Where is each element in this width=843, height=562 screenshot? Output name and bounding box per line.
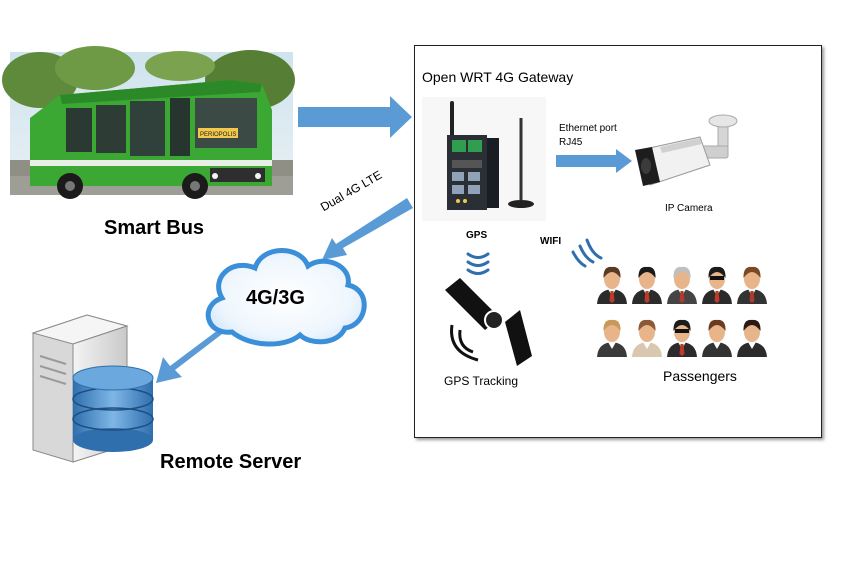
arrow-bus-to-gateway (298, 96, 412, 138)
arrow-gateway-to-cloud (322, 198, 413, 260)
wifi-label: WIFI (540, 236, 562, 247)
passenger-icon (632, 319, 662, 357)
remote-server-label: Remote Server (160, 451, 302, 473)
passengers-label: Passengers (663, 368, 737, 384)
gps-tracking-label: GPS Tracking (444, 374, 519, 388)
passenger-icon (597, 319, 627, 357)
ethernet-port-label: Ethernet port (559, 123, 617, 134)
passenger-icon (702, 266, 732, 304)
passenger-icon (702, 319, 732, 357)
passenger-icon (737, 319, 767, 357)
passenger-icon (597, 266, 627, 304)
camera-icon (635, 114, 738, 186)
ip-camera-label: IP Camera (665, 203, 713, 214)
cloud-icon (205, 248, 367, 347)
passenger-icon (737, 266, 767, 304)
passenger-icon (667, 319, 697, 357)
gateway-title: Open WRT 4G Gateway (422, 69, 574, 85)
gps-label: GPS (466, 230, 488, 241)
arrow-gateway-to-camera (556, 149, 632, 173)
satellite-icon (445, 278, 532, 366)
database-icon (72, 365, 154, 452)
bus-route-display: PERIOPOLIS (200, 132, 236, 138)
passenger-icon (632, 266, 662, 304)
rj45-label: RJ45 (559, 137, 583, 148)
cloud-label: 4G/3G (246, 287, 305, 309)
gps-signal-icon (466, 252, 490, 275)
arrow-cloud-server (156, 318, 236, 383)
gateway-device (422, 97, 546, 221)
bus-photo: PERIOPOLIS (2, 46, 295, 199)
wifi-icon (571, 238, 603, 268)
smart-bus-label: Smart Bus (104, 217, 205, 239)
passenger-icon (667, 266, 697, 304)
passengers-group (597, 266, 767, 357)
